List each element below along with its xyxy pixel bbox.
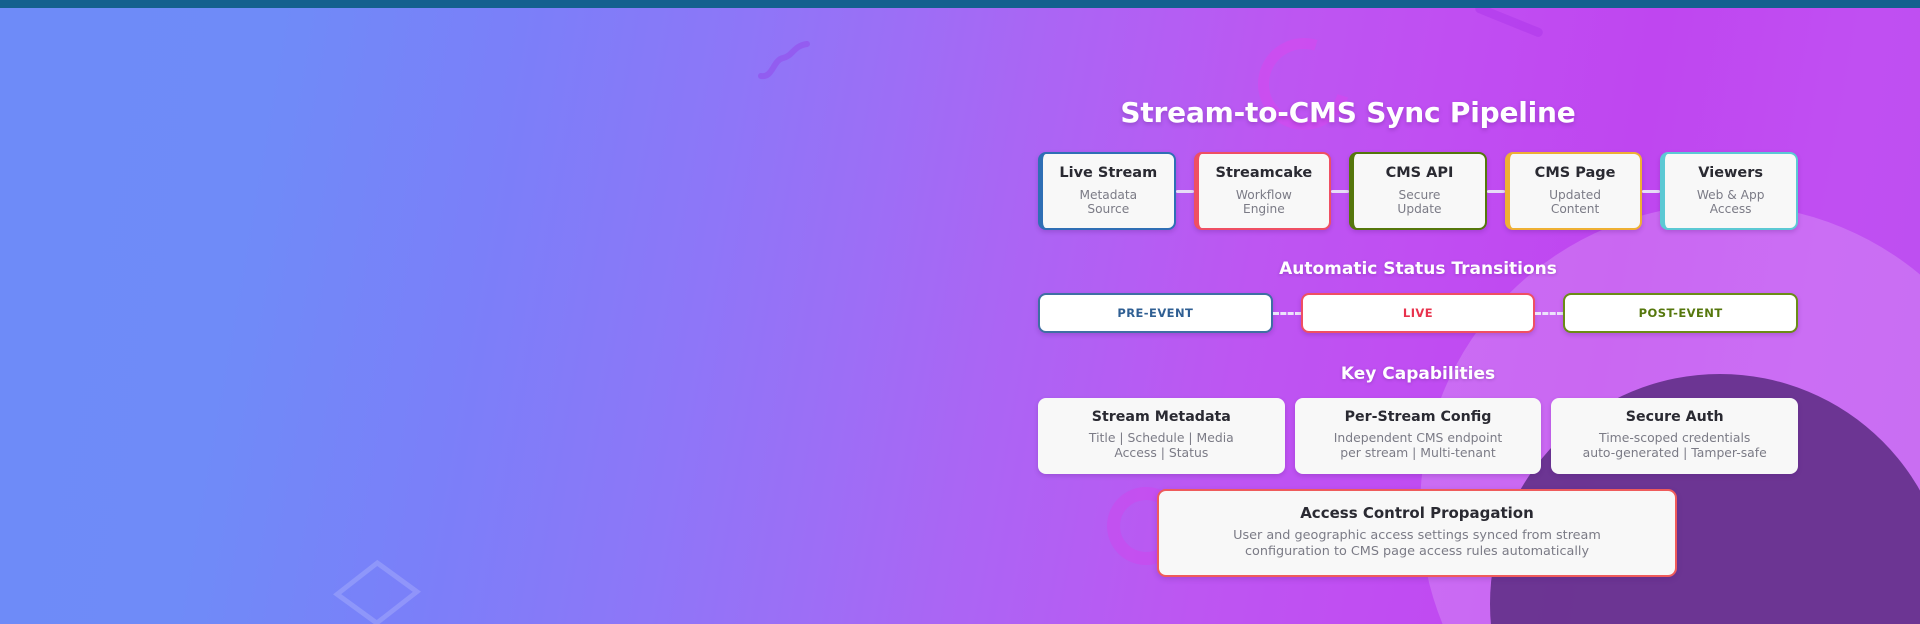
capability-title: Per-Stream Config bbox=[1344, 409, 1492, 425]
status-item-pre-event[interactable]: PRE-EVENT bbox=[1038, 293, 1273, 333]
status-item-live[interactable]: LIVE bbox=[1300, 293, 1536, 333]
page-title: Stream-to-CMS Sync Pipeline bbox=[1120, 96, 1576, 129]
status-connector bbox=[1535, 311, 1564, 315]
capabilities-row: Stream Metadata Title | Schedule | Media… bbox=[1038, 398, 1799, 475]
pipeline-step-title: Live Stream bbox=[1059, 165, 1158, 181]
pipeline-step-title: Streamcake bbox=[1215, 165, 1313, 181]
access-control-card[interactable]: Access Control Propagation User and geog… bbox=[1157, 489, 1677, 577]
status-item-label: LIVE bbox=[1402, 306, 1434, 320]
pipeline-connector bbox=[1642, 189, 1661, 193]
status-item-label: POST-EVENT bbox=[1638, 306, 1723, 320]
capability-title: Secure Auth bbox=[1625, 409, 1724, 425]
pipeline-connector bbox=[1486, 189, 1505, 193]
capability-card[interactable]: Per-Stream Config Independent CMS endpoi… bbox=[1294, 398, 1542, 475]
status-connector bbox=[1272, 311, 1301, 315]
pipeline-step-title: CMS API bbox=[1385, 165, 1454, 181]
capability-title: Stream Metadata bbox=[1091, 409, 1231, 425]
pipeline-connector bbox=[1331, 189, 1350, 193]
capabilities-section-heading: Key Capabilities bbox=[1340, 364, 1496, 384]
access-control-title: Access Control Propagation bbox=[1300, 504, 1534, 522]
pipeline-connector bbox=[1175, 189, 1194, 193]
status-item-post-event[interactable]: POST-EVENT bbox=[1563, 293, 1799, 333]
access-control-subtitle: User and geographic access settings sync… bbox=[1233, 528, 1601, 559]
top-accent-bar bbox=[0, 0, 1920, 8]
status-row: PRE-EVENT LIVE POST-EVENT bbox=[1038, 293, 1799, 333]
status-section-heading: Automatic Status Transitions bbox=[1279, 259, 1557, 279]
status-item-label: PRE-EVENT bbox=[1117, 306, 1194, 320]
pipeline-step-title: Viewers bbox=[1698, 165, 1764, 181]
pipeline-step-title: CMS Page bbox=[1534, 165, 1616, 181]
capability-card[interactable]: Stream Metadata Title | Schedule | Media… bbox=[1038, 398, 1285, 475]
